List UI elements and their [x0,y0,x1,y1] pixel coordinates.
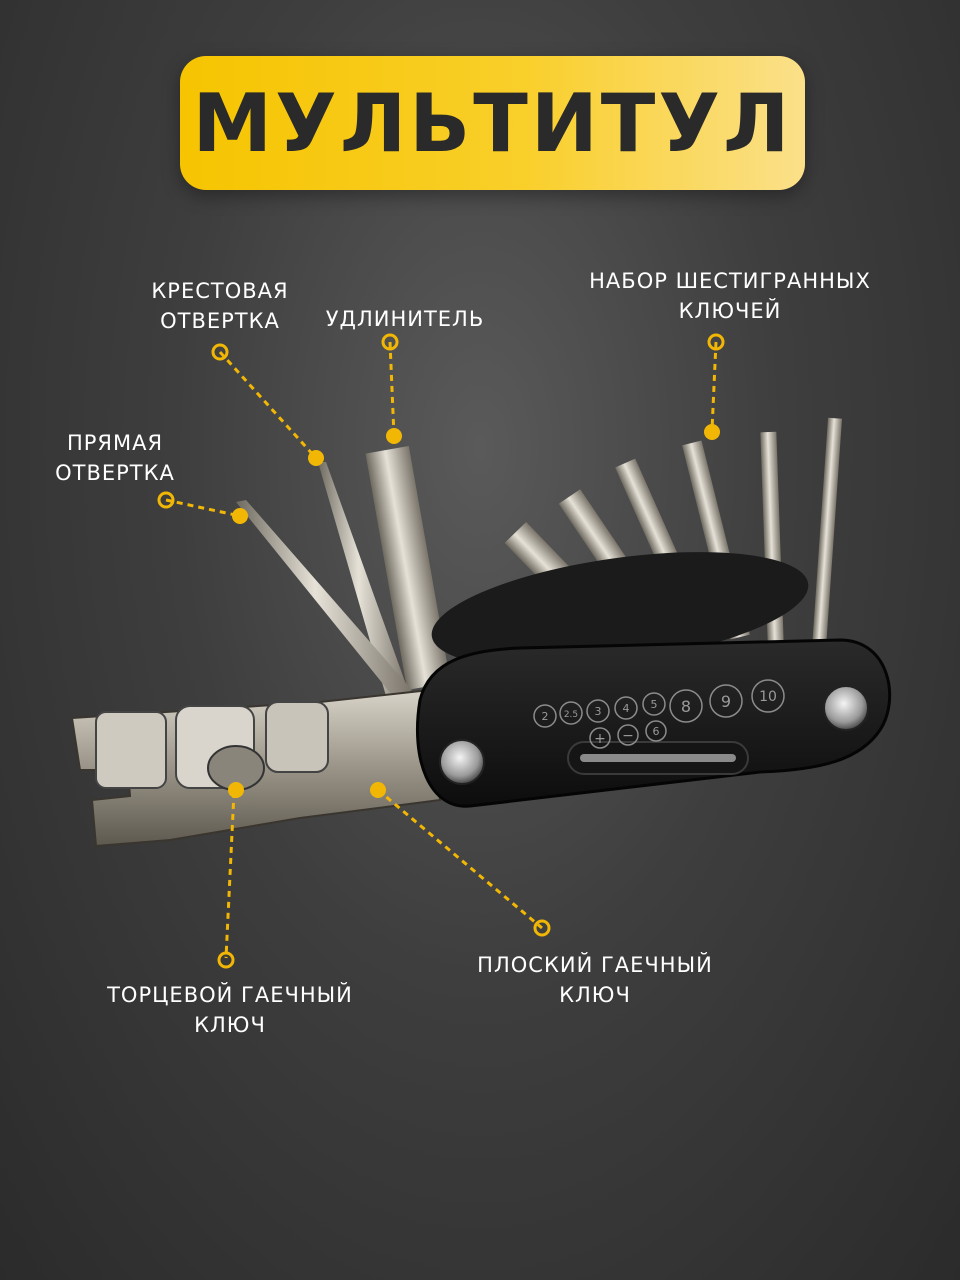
callout-lines [165,341,718,959]
size-label-7: 10 [759,689,777,705]
label-line: ПРЯМАЯ [66,431,164,455]
label-socket-wrench: ТОРЦЕВОЙ ГАЕЧНЫЙ КЛЮЧ [90,980,370,1040]
label-line: КЛЮЧ [194,1013,266,1037]
screwdriver-bits [236,446,451,700]
size-label-6: 9 [721,692,731,711]
label-line: ТОРЦЕВОЙ ГАЕЧНЫЙ [107,983,353,1007]
label-line: КЛЮЧЕЙ [678,299,782,323]
sign-label-0: + [594,731,606,747]
size-label-3: 4 [623,702,630,715]
label-line: УДЛИНИТЕЛЬ [325,307,485,331]
size-label-2: 3 [595,705,602,718]
label-line: КЛЮЧ [559,983,631,1007]
label-extender: УДЛИНИТЕЛЬ [300,304,510,334]
sign-label-2: 6 [653,725,660,738]
size-label-1: 2.5 [564,710,578,720]
size-marking-labels: 2 2.5 3 4 5 8 9 10 + − 6 [542,689,777,747]
sign-label-1: − [622,728,634,744]
label-line: ОТВЕРТКА [160,309,280,333]
size-label-5: 8 [681,697,691,716]
size-label-0: 2 [542,710,549,723]
label-line: ПЛОСКИЙ ГАЕЧНЫЙ [477,953,713,977]
size-label-4: 5 [651,698,658,711]
page-title: МУЛЬТИТУЛ [192,76,793,170]
tool-handle [415,638,892,808]
label-flat-wrench: ПЛОСКИЙ ГАЕЧНЫЙ КЛЮЧ [450,950,740,1010]
title-banner: МУЛЬТИТУЛ [180,56,805,190]
callout-dots [157,333,725,969]
label-cross-screwdriver: КРЕСТОВАЯ ОТВЕРТКА [110,276,330,336]
label-line: ОТВЕРТКА [55,461,175,485]
flat-wrench [70,688,442,848]
label-line: КРЕСТОВАЯ [151,279,289,303]
label-flat-screwdriver: ПРЯМАЯ ОТВЕРТКА [40,428,190,488]
label-hex-keys: НАБОР ШЕСТИГРАННЫХ КЛЮЧЕЙ [570,266,890,326]
size-markings [533,679,785,749]
label-line: НАБОР ШЕСТИГРАННЫХ [589,269,871,293]
